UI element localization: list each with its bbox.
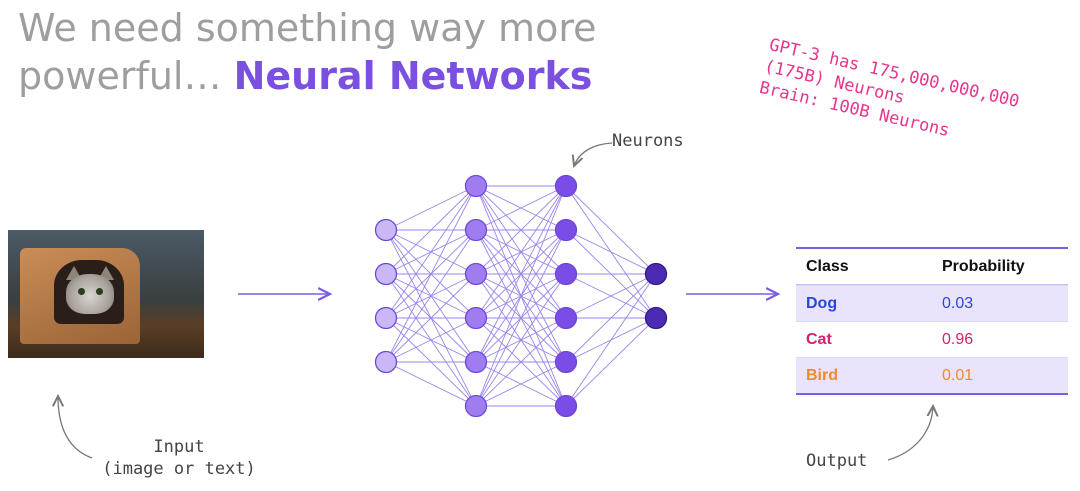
probability-cell: 0.96 <box>942 330 974 348</box>
neuron-layer-1 <box>374 262 398 286</box>
neuron-layer-2 <box>464 350 488 374</box>
neuron-layer-3 <box>554 262 578 286</box>
network-edge <box>475 185 567 231</box>
neurons-label: Neurons <box>612 131 684 151</box>
neuron-layer-3 <box>554 306 578 330</box>
input-label-line-2: (image or text) <box>102 459 256 479</box>
title-accent: Neural Networks <box>233 54 593 98</box>
neuron-layer-2 <box>464 262 488 286</box>
network-edge <box>385 361 477 407</box>
network-edge <box>565 185 657 275</box>
class-cell: Cat <box>806 330 832 348</box>
class-cell: Dog <box>806 294 838 312</box>
neuron-layer-1 <box>374 218 398 242</box>
header-class: Class <box>806 257 849 275</box>
output-pointer-arrow <box>887 406 933 461</box>
network-edge <box>385 273 477 363</box>
neuron-layer-2 <box>464 394 488 418</box>
network-edge <box>385 185 477 275</box>
neuron-layer-2 <box>464 218 488 242</box>
class-cell: Bird <box>806 366 838 384</box>
network-edge <box>475 185 567 275</box>
cat-in-bag-image <box>8 230 204 358</box>
network-edge <box>565 317 657 407</box>
network-edge <box>565 229 657 275</box>
table-row-bird: Bird 0.01 <box>796 357 1068 393</box>
class-probability-table: Class Probability Dog 0.03 Cat 0.96 Bird… <box>796 247 1068 395</box>
neuron-layer-2 <box>464 306 488 330</box>
network-connections <box>385 185 657 407</box>
table-header-row: Class Probability <box>796 249 1068 285</box>
cat-eye-right <box>96 288 103 295</box>
neuron-layer-3 <box>554 174 578 198</box>
title-line-2-prefix: powerful… <box>18 54 234 98</box>
output-label: Output <box>806 451 868 471</box>
neuron-layer-4 <box>644 306 668 330</box>
input-pointer-arrow <box>58 396 93 459</box>
neuron-layer-3 <box>554 350 578 374</box>
neuron-layer-1 <box>374 350 398 374</box>
probability-cell: 0.03 <box>942 294 974 312</box>
network-edge <box>385 229 477 363</box>
neuron-layer-3 <box>554 218 578 242</box>
network-edge <box>565 273 657 319</box>
cat-face <box>66 274 114 314</box>
neuron-layer-2 <box>464 174 488 198</box>
network-edge <box>475 273 567 407</box>
network-neurons <box>374 174 668 418</box>
cat-eye-left <box>78 288 85 295</box>
network-edge <box>475 185 567 363</box>
neurons-pointer-arrow <box>574 142 613 166</box>
title-line-1: We need something way more <box>18 6 597 50</box>
network-edge <box>475 361 567 407</box>
network-edge <box>385 185 477 319</box>
network-edge <box>565 273 657 407</box>
neuron-layer-3 <box>554 394 578 418</box>
input-label-line-1: Input <box>153 437 205 457</box>
network-edge <box>385 185 477 363</box>
network-edge <box>385 317 477 363</box>
network-edge <box>475 229 567 407</box>
neuron-layer-1 <box>374 306 398 330</box>
network-edge <box>565 273 657 363</box>
input-label: Input (image or text) <box>94 436 264 480</box>
neuron-layer-4 <box>644 262 668 286</box>
table-row-dog: Dog 0.03 <box>796 285 1068 321</box>
table-row-cat: Cat 0.96 <box>796 321 1068 357</box>
network-edge <box>475 185 567 407</box>
probability-cell: 0.01 <box>942 366 974 384</box>
slide-title: We need something way more powerful… Neu… <box>18 4 596 100</box>
network-edge <box>475 317 567 407</box>
network-edge <box>475 185 567 319</box>
header-probability: Probability <box>942 257 1025 275</box>
network-edge <box>385 185 477 231</box>
